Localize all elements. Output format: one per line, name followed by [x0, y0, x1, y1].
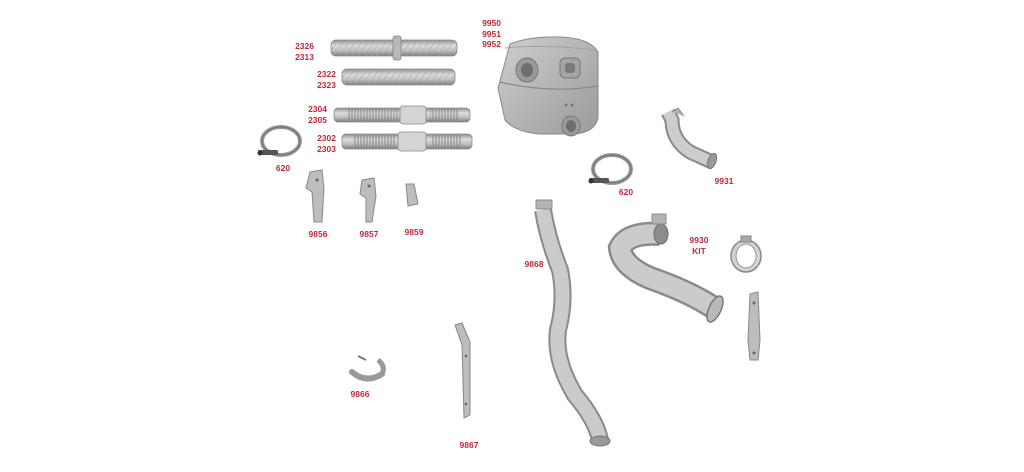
part-number: 620: [618, 187, 634, 197]
part-number: 9868: [524, 259, 544, 269]
label-flex-pipe-b[interactable]: 2322 2323: [317, 69, 336, 90]
stack-pipe-kit-part[interactable]: [607, 213, 726, 324]
part-number: KIT: [692, 245, 706, 256]
label-clamp-right[interactable]: 620: [616, 187, 636, 198]
long-bracket-part[interactable]: [454, 322, 471, 419]
part-number: 9950: [482, 18, 501, 28]
flex-pipe-d-part[interactable]: [341, 131, 473, 152]
label-clamp-left[interactable]: 620: [273, 163, 293, 174]
bracket-a-part[interactable]: [305, 169, 325, 223]
label-long-bracket[interactable]: 9867: [456, 440, 482, 451]
flex-pipe-c-part[interactable]: [333, 105, 471, 125]
part-number: 2303: [317, 143, 336, 154]
label-stack-pipe-kit[interactable]: 9930 KIT: [686, 235, 712, 256]
side-bracket-part[interactable]: [747, 291, 761, 361]
part-number: 2322: [317, 69, 336, 79]
clamp-left-part[interactable]: [257, 125, 302, 157]
label-flex-pipe-a[interactable]: 2326 2313: [295, 41, 314, 62]
part-number: 2326: [295, 41, 314, 51]
label-strap[interactable]: 9866: [347, 389, 373, 400]
part-number: 9856: [308, 229, 328, 239]
part-number: 9930: [689, 235, 709, 245]
part-number: 9931: [714, 176, 734, 186]
label-flex-pipe-d[interactable]: 2302 2303: [317, 133, 336, 154]
flex-pipe-b-part[interactable]: [341, 68, 456, 86]
part-number: 9859: [404, 227, 424, 237]
part-number: 2313: [295, 51, 314, 62]
label-elbow-pipe[interactable]: 9931: [711, 176, 737, 187]
part-number: 2323: [317, 79, 336, 90]
band-clamp-part[interactable]: [730, 235, 762, 273]
elbow-pipe-part[interactable]: [661, 107, 718, 170]
label-bracket-c[interactable]: 9859: [401, 227, 427, 238]
part-number: 9866: [350, 389, 370, 399]
part-number: 620: [275, 163, 291, 173]
label-muffler[interactable]: 9950 9951 9952: [482, 18, 501, 50]
flex-pipe-a-part[interactable]: [330, 35, 458, 61]
part-number: 2304: [308, 104, 327, 114]
bracket-b-part[interactable]: [359, 177, 377, 223]
part-number: 2302: [317, 133, 336, 143]
long-pipe-part[interactable]: [534, 199, 611, 447]
part-number: 9952: [482, 39, 501, 49]
label-bracket-a[interactable]: 9856: [305, 229, 331, 240]
label-flex-pipe-c[interactable]: 2304 2305: [308, 104, 327, 125]
strap-part[interactable]: [349, 355, 386, 382]
label-long-pipe[interactable]: 9868: [521, 259, 547, 270]
part-number: 2305: [308, 114, 327, 125]
clamp-right-part[interactable]: [588, 153, 633, 185]
muffler-part[interactable]: [497, 36, 599, 137]
label-bracket-b[interactable]: 9857: [356, 229, 382, 240]
bracket-c-part[interactable]: [405, 183, 419, 207]
part-number: 9867: [459, 440, 479, 450]
part-number: 9857: [359, 229, 379, 239]
part-number: 9951: [482, 28, 501, 39]
